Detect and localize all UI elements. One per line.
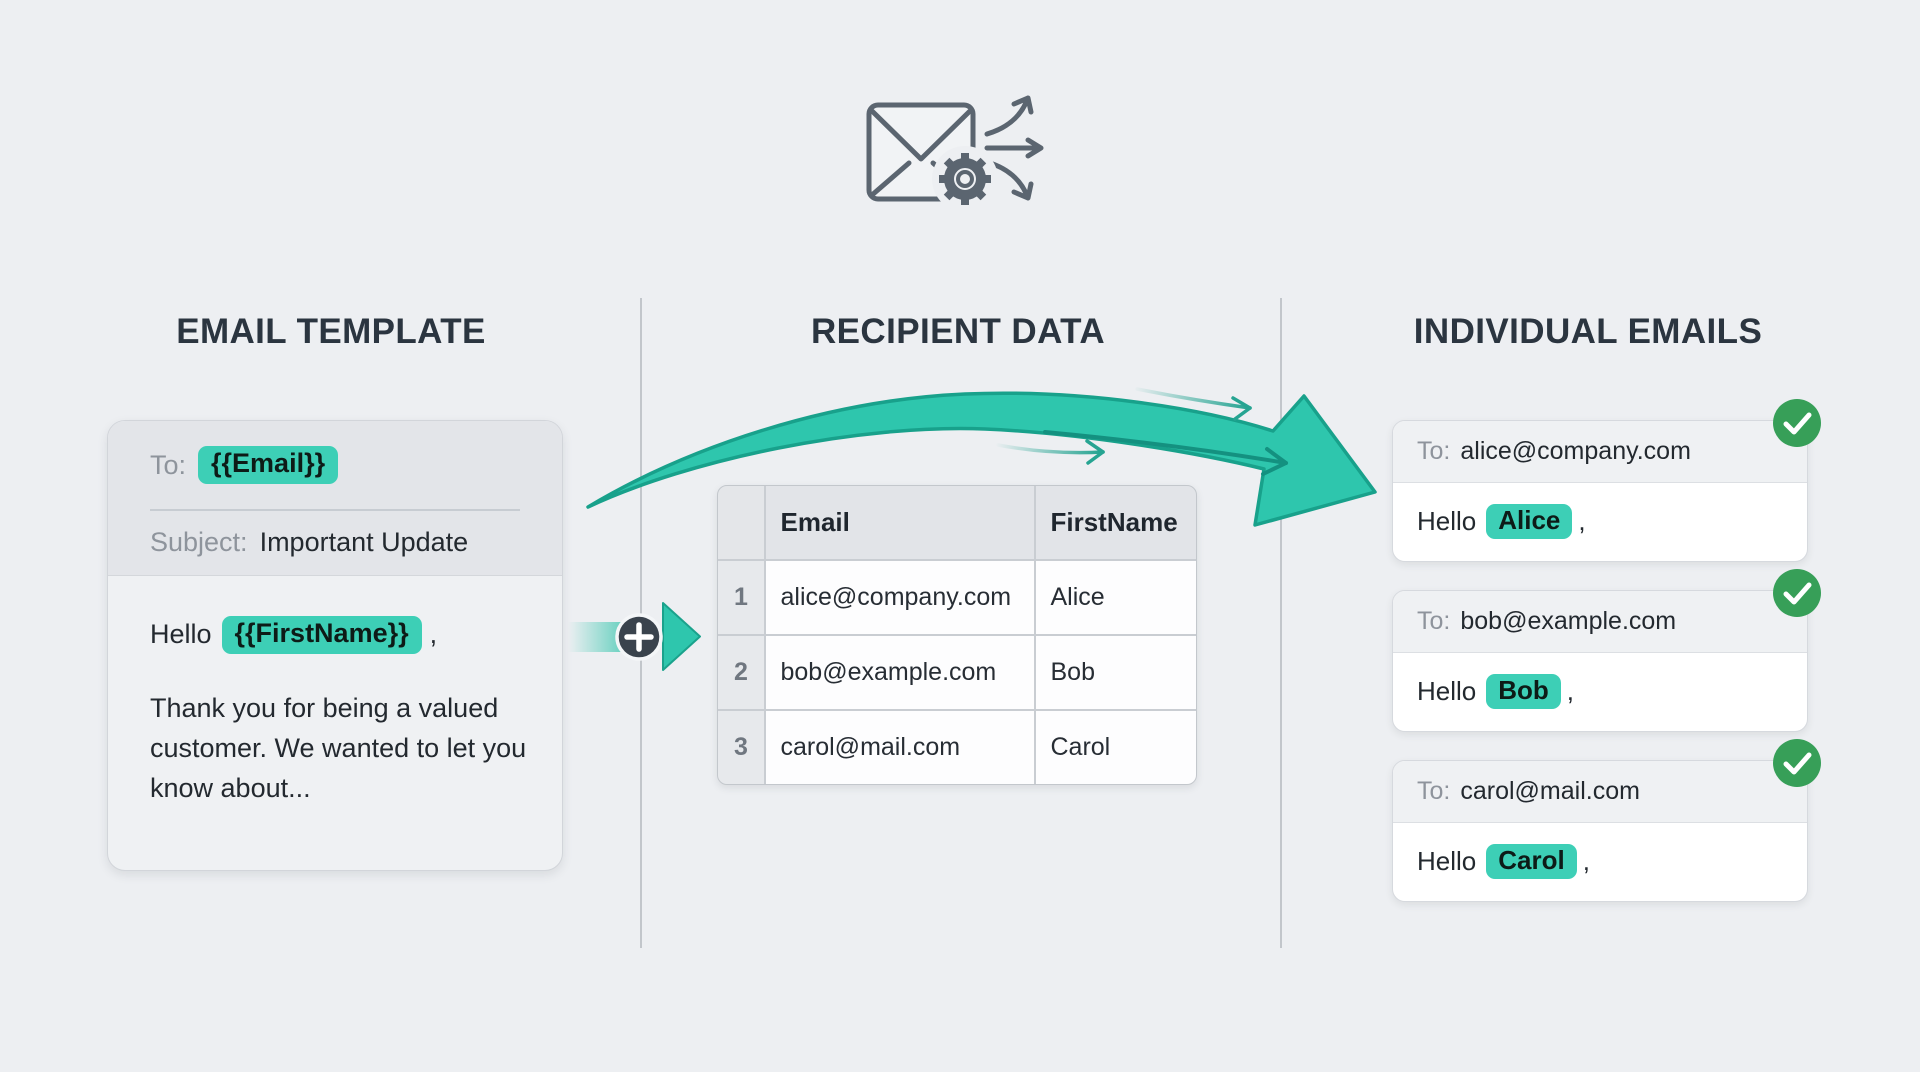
email-greeting-comma: , [1566,676,1575,706]
email-greeting-comma: , [1578,506,1586,536]
heading-individual-emails: INDIVIDUAL EMAILS [1413,312,1763,351]
recipient-table: Email FirstName 1 alice@company.com Alic… [717,485,1197,785]
merged-name-chip: Bob [1486,674,1561,709]
template-header-divider [150,509,520,511]
email-address: alice@company.com [1460,437,1691,465]
email-address: carol@mail.com [1460,777,1640,805]
email-greeting-comma: , [1582,846,1590,876]
individual-email-card-bob: To: bob@example.com Hello Bob , [1392,569,1821,732]
template-greeting-comma: , [429,619,438,650]
email-greeting-word: Hello [1417,676,1477,706]
template-greeting-word: Hello [150,619,212,650]
envelope-icon [866,102,976,202]
gear-icon [932,146,998,212]
email-card-header: To: carol@mail.com [1393,761,1807,823]
individual-email-card-alice: To: alice@company.com Hello Alice , [1392,399,1821,562]
cell-firstname: Bob [1035,635,1196,709]
individual-email-card-carol: To: carol@mail.com Hello Carol , [1392,739,1821,902]
plus-icon [624,622,654,652]
email-card-body: Hello Alice , [1393,483,1807,560]
email-template-card: To: {{Email}} Subject: Important Update … [107,420,563,871]
inner-arrow [1043,430,1288,476]
plus-merge-icon [568,602,701,671]
table-header-firstname: FirstName [1035,486,1196,559]
merged-name-chip: Alice [1486,504,1573,539]
heading-recipient-data: RECIPIENT DATA [810,312,1106,351]
template-to-label: To: [150,449,187,480]
envelope-gear-fanout-icon [866,95,1044,212]
cell-email: carol@mail.com [765,710,1034,784]
column-divider-left [640,298,642,948]
table-corner-cell [718,486,764,559]
table-header-email: Email [765,486,1034,559]
check-circle-icon [1773,569,1821,617]
email-to-label: To: [1417,777,1451,805]
fading-bar [568,622,634,652]
arrow-down-icon [984,159,1034,201]
template-body-text: Thank you for being a valued customer. W… [150,692,527,803]
plus-circle [615,613,663,661]
check-circle-icon [1773,739,1821,787]
cell-firstname: Alice [1035,560,1196,634]
small-arrow-lower [996,439,1105,465]
row-number: 2 [718,635,764,709]
email-greeting-word: Hello [1417,506,1477,536]
email-to-label: To: [1417,607,1451,635]
email-card-header: To: alice@company.com [1393,421,1807,483]
arrow-up-icon [984,95,1034,137]
small-arrow-upper [1135,387,1252,421]
email-card-header: To: bob@example.com [1393,591,1807,653]
template-subject-value: Important Update [259,527,469,557]
merged-name-chip: Carol [1486,844,1577,879]
template-card-body: Hello {{FirstName}} , Thank you for bein… [108,576,562,808]
check-circle-icon [1773,399,1821,447]
template-subject-label: Subject: [150,527,248,557]
firstname-variable-chip: {{FirstName}} [221,616,422,654]
row-number: 1 [718,560,764,634]
cell-email: alice@company.com [765,560,1034,634]
arrow-straight-icon [984,137,1044,159]
email-card-body: Hello Bob , [1393,653,1807,730]
email-to-label: To: [1417,437,1451,465]
cell-firstname: Carol [1035,710,1196,784]
merge-arrowhead [662,602,701,671]
email-card-body: Hello Carol , [1393,823,1807,900]
column-divider-right [1280,298,1282,948]
email-address: bob@example.com [1460,607,1677,635]
cell-email: bob@example.com [765,635,1034,709]
row-number: 3 [718,710,764,784]
email-variable-chip: {{Email}} [198,446,339,484]
template-card-header: To: {{Email}} Subject: Important Update [108,421,562,576]
heading-email-template: EMAIL TEMPLATE [176,312,486,351]
email-greeting-word: Hello [1417,846,1477,876]
